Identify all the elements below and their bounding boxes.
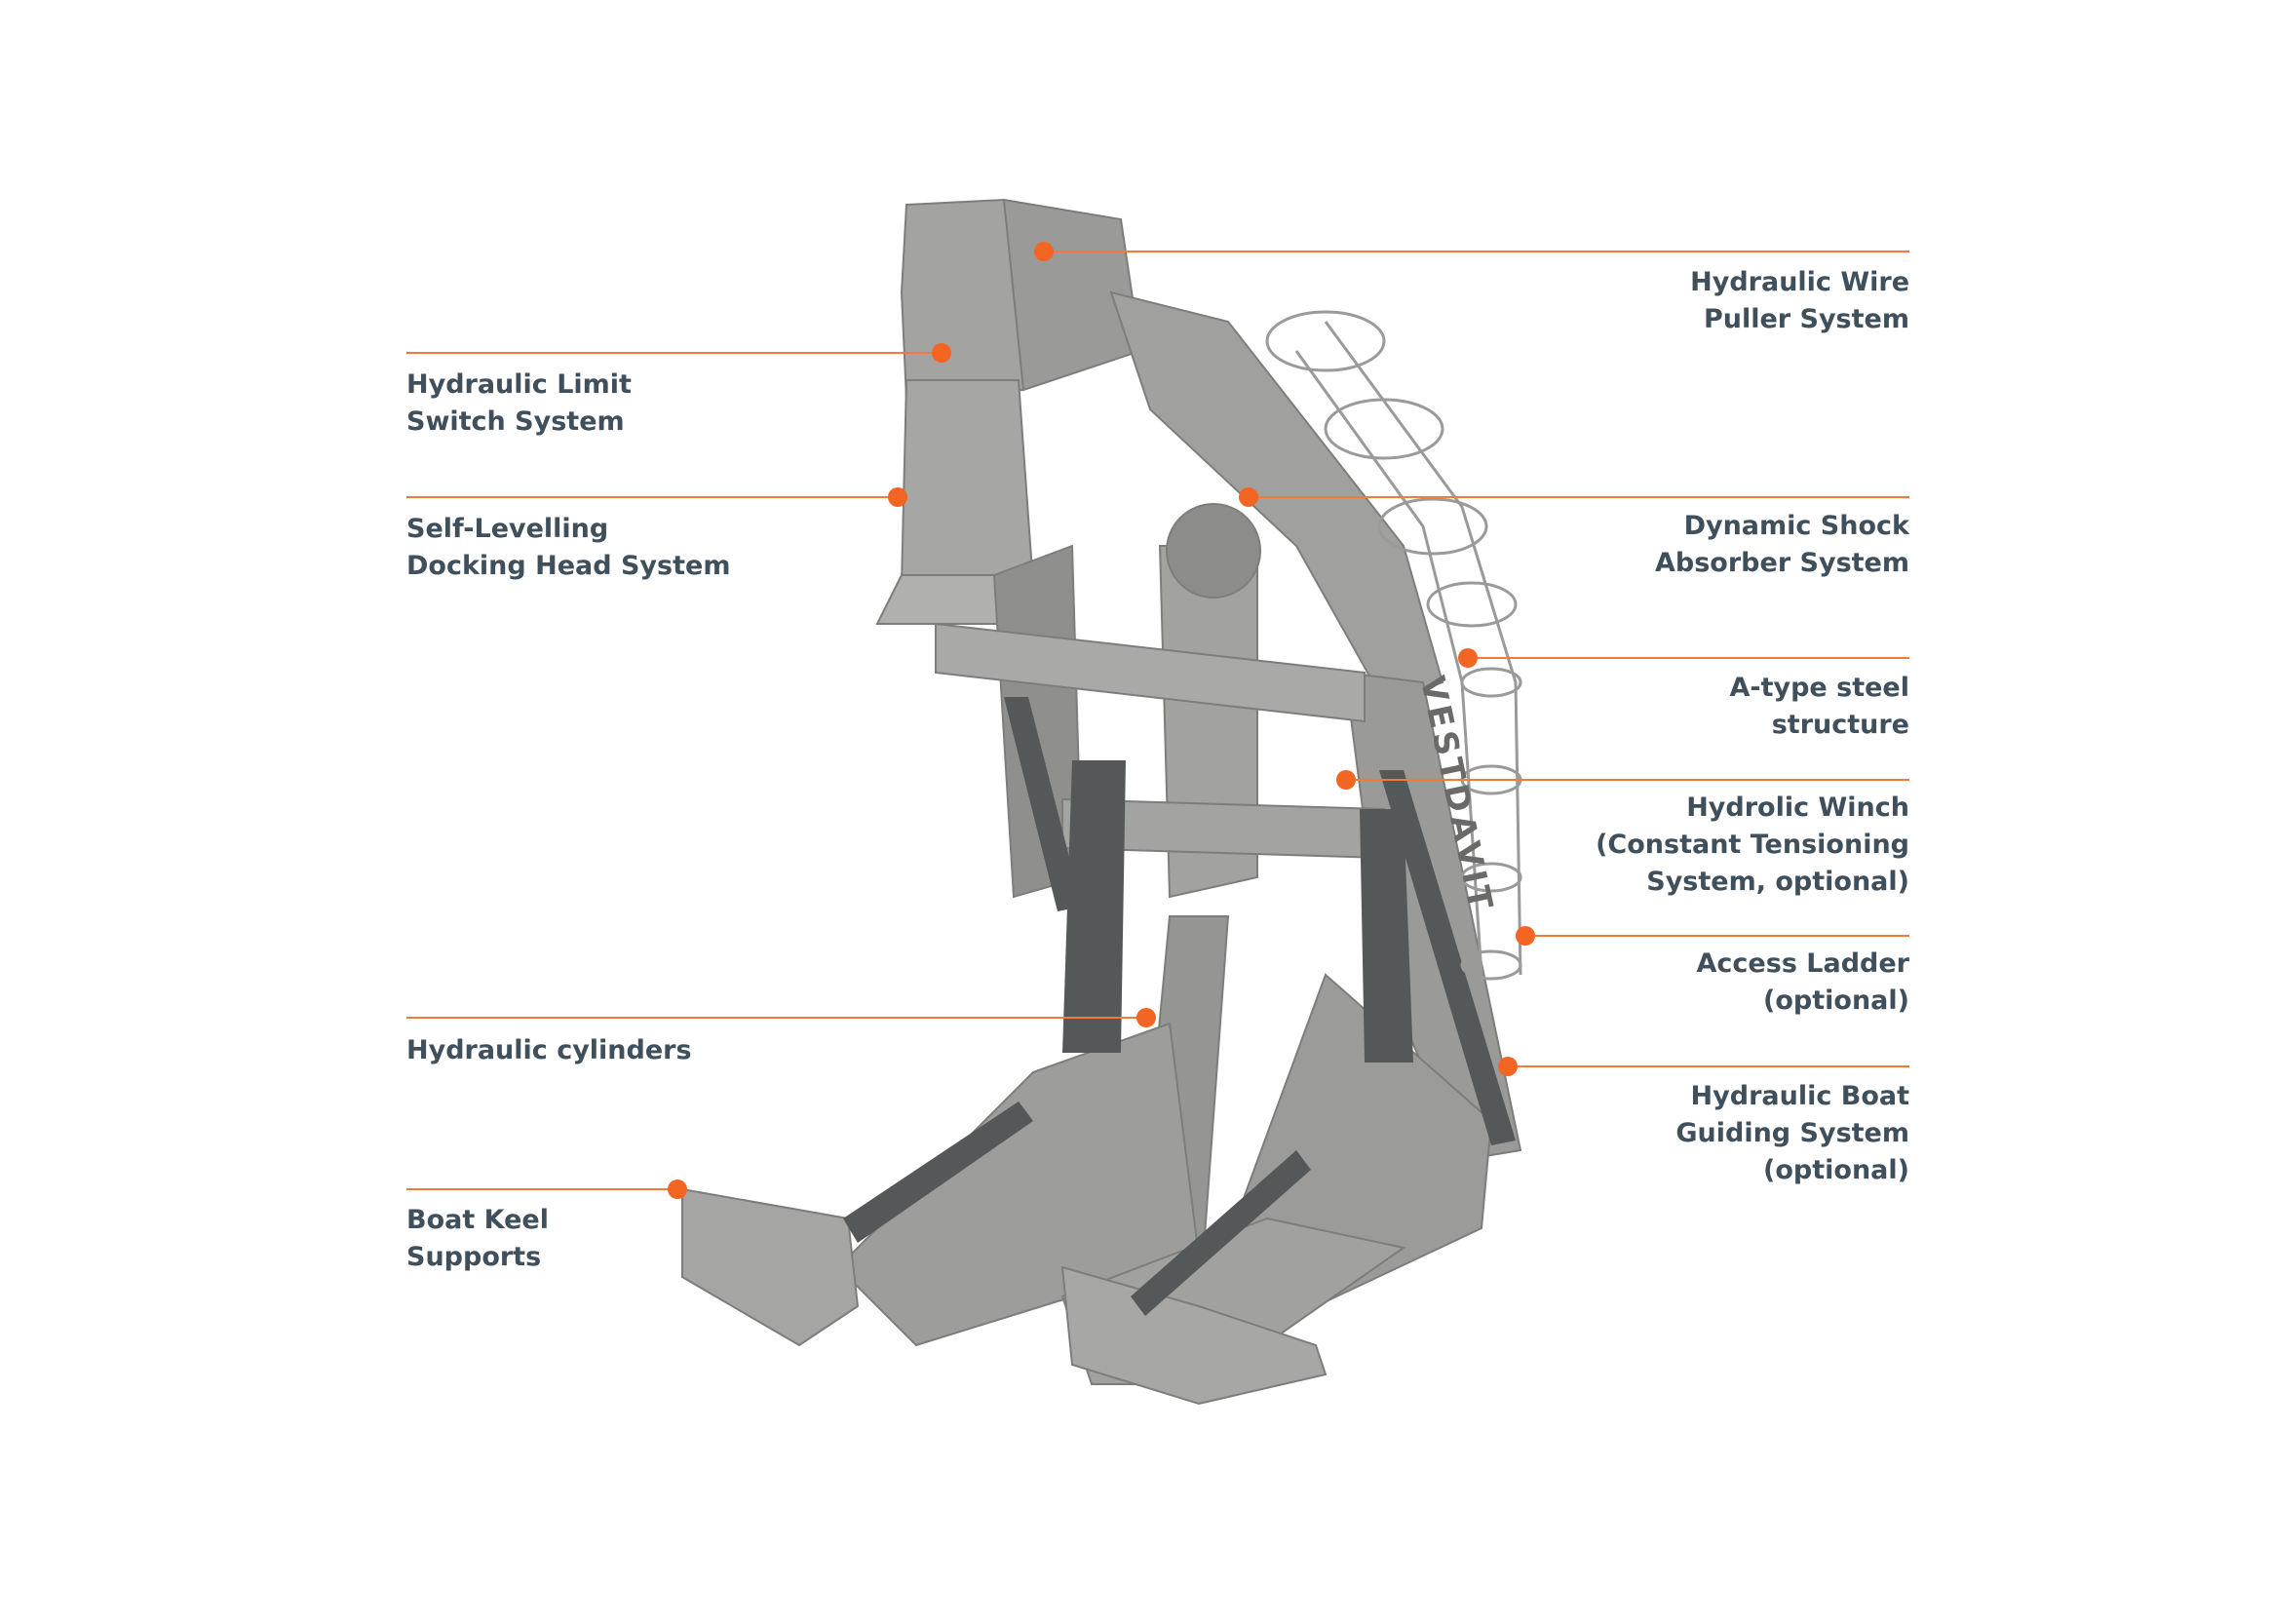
- label-line: Hydrolic Winch: [1686, 793, 1909, 823]
- label-line: (optional): [1763, 1155, 1909, 1185]
- callout-line-limit-switch: [406, 352, 942, 354]
- hotspot-boat-guiding[interactable]: [1498, 1057, 1518, 1076]
- label-line: Hydraulic Boat: [1690, 1081, 1909, 1111]
- hotspot-cylinders[interactable]: [1136, 1008, 1156, 1027]
- hotspot-shock-absorber[interactable]: [1239, 487, 1258, 507]
- hotspot-winch[interactable]: [1336, 770, 1356, 790]
- label-line: Hydraulic Limit: [406, 369, 632, 400]
- label-line: A-type steel: [1729, 673, 1909, 703]
- label-line: Docking Head System: [406, 551, 731, 581]
- callout-line-cylinders: [406, 1017, 1146, 1019]
- label-line: Guiding System: [1675, 1118, 1909, 1148]
- hotspot-limit-switch[interactable]: [932, 343, 951, 363]
- label-line: Self-Levelling: [406, 514, 609, 544]
- callout-line-keel-supports: [406, 1188, 677, 1190]
- label-line: (Constant Tensioning: [1596, 830, 1909, 860]
- label-line: Dynamic Shock: [1683, 511, 1909, 541]
- label-a-type: A-type steel structure: [1729, 670, 1909, 744]
- callout-line-a-type: [1468, 657, 1909, 659]
- hotspot-ladder[interactable]: [1516, 926, 1535, 946]
- callout-line-docking-head: [406, 496, 898, 498]
- callout-line-winch: [1346, 779, 1909, 781]
- label-line: Absorber System: [1655, 548, 1909, 578]
- label-line: System, optional): [1646, 867, 1909, 897]
- label-line: Hydraulic Wire: [1690, 267, 1909, 297]
- label-line: Switch System: [406, 406, 625, 437]
- callout-line-wire-puller: [1044, 251, 1909, 252]
- hotspot-docking-head[interactable]: [888, 487, 907, 507]
- label-line: structure: [1771, 710, 1909, 740]
- label-cylinders: Hydraulic cylinders: [406, 1032, 692, 1069]
- callout-line-ladder: [1525, 935, 1909, 937]
- label-line: Access Ladder: [1696, 948, 1909, 979]
- hotspot-wire-puller[interactable]: [1034, 242, 1054, 261]
- label-line: Boat Keel: [406, 1205, 549, 1235]
- label-line: Supports: [406, 1242, 542, 1272]
- label-line: Puller System: [1703, 304, 1909, 334]
- hotspot-keel-supports[interactable]: [668, 1179, 687, 1199]
- callout-line-shock-absorber: [1249, 496, 1909, 498]
- label-line: (optional): [1763, 986, 1909, 1016]
- label-line: Hydraulic cylinders: [406, 1035, 692, 1065]
- callout-line-boat-guiding: [1508, 1065, 1909, 1067]
- hotspot-a-type[interactable]: [1458, 648, 1478, 668]
- label-ladder: Access Ladder (optional): [1697, 946, 1909, 1020]
